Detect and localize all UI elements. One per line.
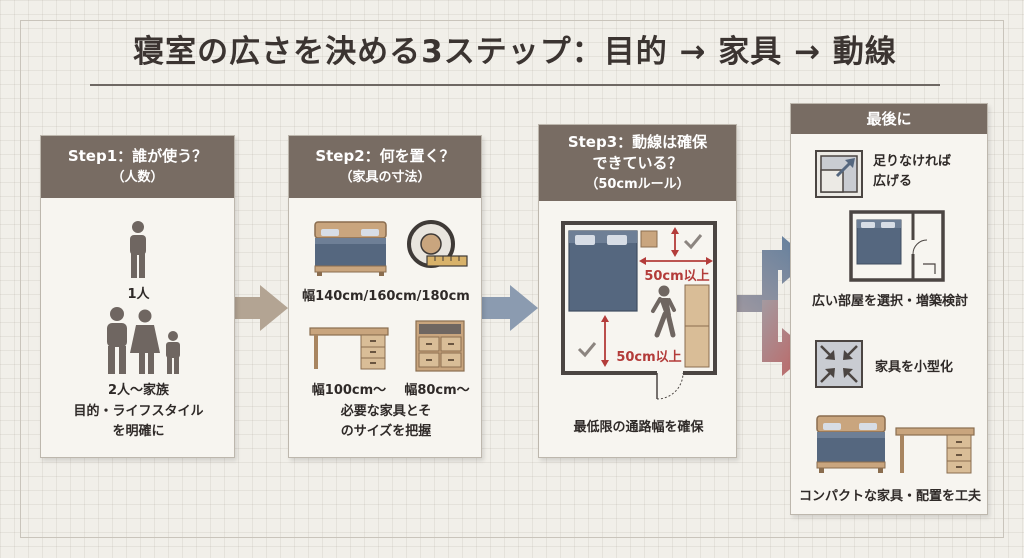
clearance-label-bottom: 50cm以上 <box>616 350 682 365</box>
step3-header: Step3：動線は確保 できている？ （50cmルール） <box>539 125 736 201</box>
page-title: 寝室の広さを決める3ステップ：目的 → 家具 → 動線 <box>133 34 897 70</box>
step2-note-line2: のサイズを把握 <box>340 424 432 439</box>
step1-title: Step1：誰が使う？ <box>67 147 208 165</box>
desk-width-label: 幅100cm〜 <box>311 383 387 398</box>
compact-desk-icon <box>895 427 975 474</box>
step1-header: Step1：誰が使う？ （人数） <box>41 136 234 198</box>
chest-icon <box>415 320 465 372</box>
tape-measure-icon <box>407 220 468 268</box>
expand-line2: 広げる <box>873 174 913 189</box>
step1-note-line2: を明確に <box>112 424 165 439</box>
walking-person-icon <box>651 285 676 338</box>
bed-width-label: 幅140cm/160cm/180cm <box>302 289 470 304</box>
step1-note: 目的・ライフスタイル を明確に <box>41 402 236 442</box>
step2-panel: Step2：何を置く？ （家具の寸法） 幅140cm/160cm/180cm <box>288 135 482 458</box>
expand-line1: 足りなければ <box>873 154 952 169</box>
arrow-step2-to-step3 <box>480 285 538 331</box>
step3-subtitle: （50cmルール） <box>585 176 690 192</box>
step2-note: 必要な家具とそ のサイズを把握 <box>289 402 483 442</box>
final-header: 最後に <box>791 104 987 134</box>
step2-subtitle: （家具の寸法） <box>339 170 431 185</box>
step3-panel: Step3：動線は確保 できている？ （50cmルール） 50cm以上 <box>538 124 737 458</box>
desk-icon <box>309 327 389 370</box>
shrink-icon <box>815 340 863 388</box>
step1-note-line1: 目的・ライフスタイル <box>73 404 204 419</box>
person-icon <box>130 221 146 278</box>
bed-icon <box>314 221 387 276</box>
expand-option: 足りなければ 広げる <box>873 152 951 192</box>
page-frame <box>20 20 1004 538</box>
step1-panel: Step1：誰が使う？ （人数） 1人 2人〜家族 目的・ライフスタイル を明確… <box>40 135 235 458</box>
expand-note: 広い部屋を選択・増築検討 <box>811 294 968 309</box>
shrink-note: コンパクトな家具・配置を工夫 <box>798 489 981 504</box>
family-icon <box>107 307 180 374</box>
single-person-label: 1人 <box>127 287 150 302</box>
title-underline <box>90 84 940 86</box>
family-label: 2人〜家族 <box>107 383 170 398</box>
floorplan-icon <box>849 210 945 282</box>
step3-title-line1: Step3：動線は確保 <box>567 132 708 151</box>
step2-note-line1: 必要な家具とそ <box>340 404 432 419</box>
step1-subtitle: （人数） <box>111 170 164 185</box>
step2-header: Step2：何を置く？ （家具の寸法） <box>289 136 481 198</box>
compact-bed-icon <box>816 415 886 473</box>
room-plan-diagram <box>561 221 717 400</box>
final-title: 最後に <box>866 110 912 128</box>
step2-title: Step2：何を置く？ <box>315 147 455 165</box>
expand-icon <box>815 150 863 198</box>
step3-title-line2: できている？ <box>592 153 683 172</box>
arrow-step1-to-step2 <box>230 285 288 331</box>
step3-note: 最低限の通路幅を確保 <box>573 420 704 435</box>
chest-width-label: 幅80cm〜 <box>404 383 470 398</box>
clearance-label-top: 50cm以上 <box>644 269 710 284</box>
final-panel: 最後に 足りなければ 広げる 広い部屋を選択・増築検討 家具を小型化 <box>790 103 988 515</box>
shrink-option: 家具を小型化 <box>875 360 954 375</box>
